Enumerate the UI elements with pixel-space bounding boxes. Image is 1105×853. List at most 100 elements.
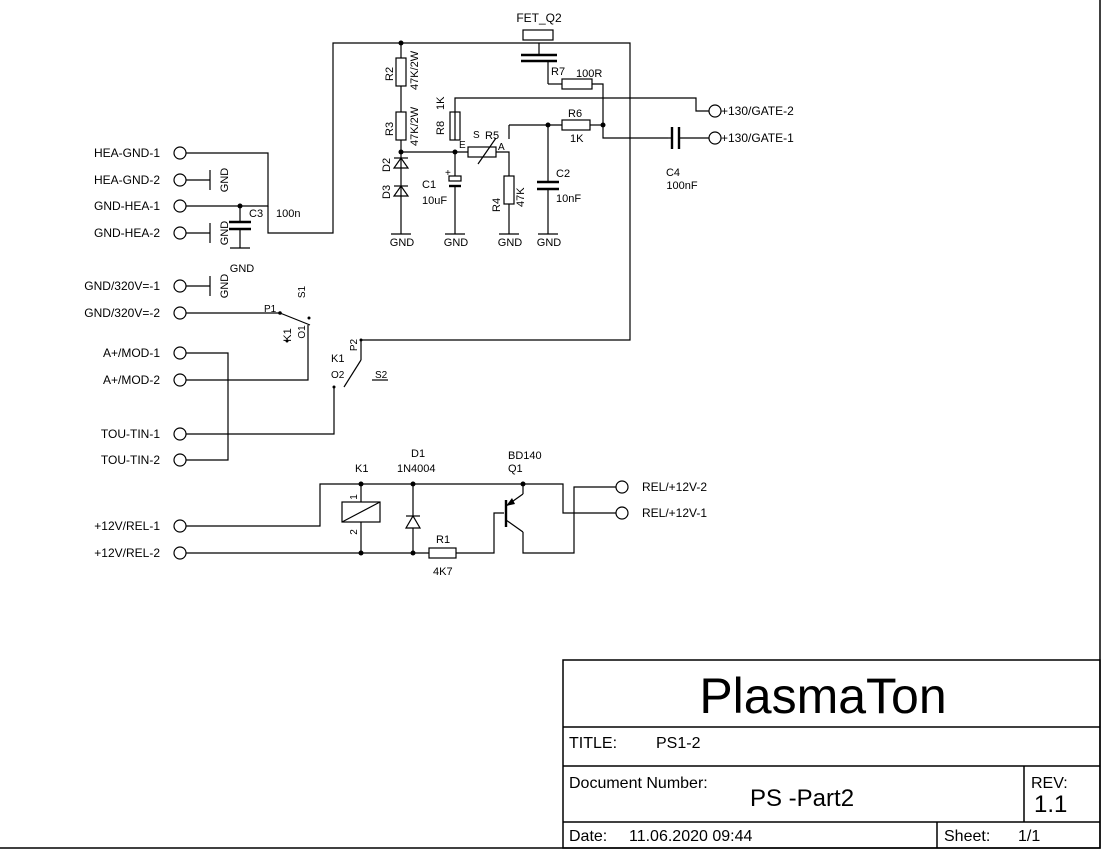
wire [186,483,523,527]
transistor-q1-arrow [506,498,515,506]
r4-name: R4 [491,198,503,212]
connector-130-gate-2[interactable]: +130/GATE-2 [708,104,794,118]
connector-label: GND-HEA-1 [94,199,160,213]
connector-130-gate-1[interactable]: +130/GATE-1 [708,131,794,145]
connector-pin[interactable] [708,104,722,118]
gnd-label: GND [219,221,231,246]
wire [522,486,616,554]
r5-pin-a: A [498,142,505,153]
connector-pin[interactable] [173,199,187,213]
wire-top-bus [267,42,631,341]
k1-o2-label: O2 [331,370,345,381]
q2-name: FET_Q2 [516,11,562,25]
connector-pin[interactable] [708,131,722,145]
wire [456,512,504,554]
connector-label: HEA-GND-1 [94,146,160,160]
connector-pin[interactable] [173,146,187,160]
connector-pin[interactable] [615,480,629,494]
q1-value: BD140 [508,450,542,462]
c2-name: C2 [556,168,570,180]
connector-pin[interactable] [173,373,187,387]
connector-pin[interactable] [173,346,187,360]
connector-pin[interactable] [173,519,187,533]
q1-name: Q1 [508,463,523,475]
r2-value: 47K/2W [409,50,421,90]
connector-label: GND-HEA-2 [94,226,160,240]
date-value: 11.06.2020 09:44 [629,828,752,845]
r4-value: 47K [515,187,527,207]
c1-name: C1 [422,179,436,191]
title-value: PS1-2 [656,735,701,752]
connector-label: REL/+12V-1 [642,506,707,520]
resistor-r2 [395,57,407,87]
connector-hea-gnd-2[interactable]: HEA-GND-2 [94,173,187,187]
k1-p2-label: P2 [349,338,360,351]
connector-pin[interactable] [173,279,187,293]
wire [186,352,229,461]
connector-12v-rel-1[interactable]: +12V/REL-1 [94,519,187,533]
relay-contact [307,316,311,320]
connector-label: A+/MOD-2 [103,373,160,387]
connector-label: +130/GATE-2 [721,104,794,118]
r6-value: 1K [570,133,584,145]
r1-name: R1 [436,534,450,546]
connector-gnd-hea-2[interactable]: GND-HEA-2 [94,226,187,240]
wire [186,152,269,207]
capacitor-c3: GND C3 100n [229,203,300,275]
r3-name: R3 [384,122,396,136]
left-connectors: HEA-GND-1 HEA-GND-2 GND-HEA-1 GND-HEA-2 … [84,146,187,560]
connector-gnd-320v-2[interactable]: GND/320V=-2 [84,306,187,320]
document-number-label: Document Number: [569,775,708,792]
connector-pin[interactable] [173,226,187,240]
gnd-label: GND [390,237,415,249]
connector-a-mod-1[interactable]: A+/MOD-1 [103,346,187,360]
project-name: PlasmaTon [699,668,946,724]
r5-name: R5 [485,130,499,142]
resistor-r1 [428,547,457,559]
r3-value: 47K/2W [409,106,421,146]
connector-pin[interactable] [173,546,187,560]
r8-name: R8 [435,121,447,135]
k1-s1-label: S1 [297,285,308,298]
connector-pin[interactable] [615,506,629,520]
connector-gnd-hea-1[interactable]: GND-HEA-1 [94,199,187,213]
connector-gnd-320v-1[interactable]: GND/320V=-1 [84,279,187,293]
connector-label: TOU-TIN-2 [101,453,160,467]
connector-rel-12v-1[interactable]: REL/+12V-1 [615,506,707,520]
connector-tou-tin-2[interactable]: TOU-TIN-2 [101,453,187,467]
connector-label: GND/320V=-2 [84,306,160,320]
connector-tou-tin-1[interactable]: TOU-TIN-1 [101,427,187,441]
k1-coil-name: K1 [355,463,368,475]
c1-value: 10uF [422,195,447,207]
connector-pin[interactable] [173,173,187,187]
connector-pin[interactable] [173,427,187,441]
connector-12v-rel-2[interactable]: +12V/REL-2 [94,546,187,560]
wire [186,325,309,381]
connector-a-mod-2[interactable]: A+/MOD-2 [103,373,187,387]
d1-name: D1 [411,448,425,460]
k1-coil-pin2: 2 [349,529,360,535]
c1-polarity: + [445,168,451,179]
c3-name: C3 [249,208,263,220]
title-label: TITLE: [569,735,617,752]
sheet-value: 1/1 [1018,828,1040,845]
connector-pin[interactable] [173,453,187,467]
k1-coil-pin1: 1 [349,494,360,500]
r7-name: R7 [551,66,565,78]
connector-label: +12V/REL-1 [94,519,160,533]
potentiometer-wiper [477,137,497,165]
connector-pin[interactable] [173,306,187,320]
resistor-r8 [449,111,461,141]
fet-q2: FET_Q2 [398,11,562,84]
r1-value: 4K7 [433,566,453,578]
revision-value: 1.1 [1034,791,1067,818]
connector-hea-gnd-1[interactable]: HEA-GND-1 [94,146,187,160]
resistor-r4 [503,175,515,205]
connector-label: +130/GATE-1 [721,131,794,145]
connector-rel-12v-2[interactable]: REL/+12V-2 [615,480,707,494]
wire [496,151,510,176]
c3-value: 100n [276,208,300,220]
connector-label: GND/320V=-1 [84,279,160,293]
potentiometer-r5 [467,146,497,158]
